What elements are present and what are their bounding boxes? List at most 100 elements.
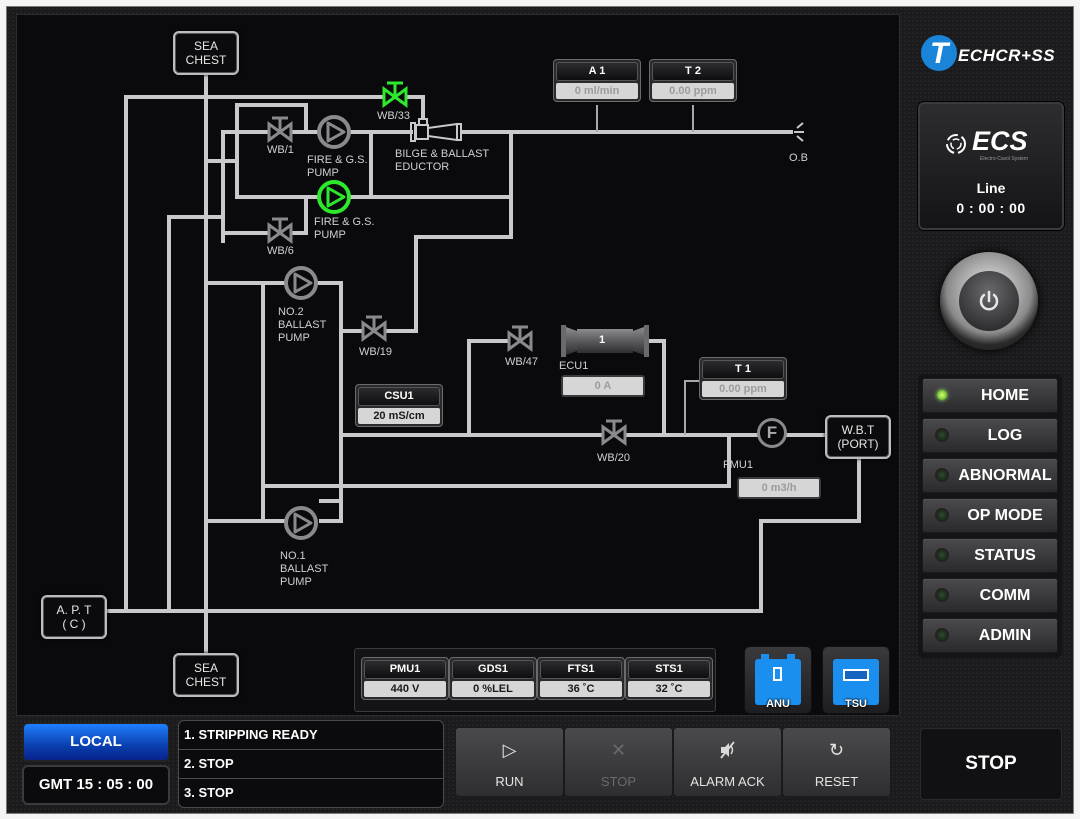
local-mode-button[interactable]: LOCAL — [22, 722, 170, 762]
techcross-logo: T ECHCR+SS — [918, 32, 1063, 76]
pipe — [107, 457, 861, 613]
sensor-fts1[interactable]: FTS1 36 ˚C — [537, 657, 625, 700]
pipe — [319, 499, 343, 523]
sensor-sts1[interactable]: STS1 32 ˚C — [625, 657, 713, 700]
nav-comm-label: COMM — [979, 587, 1031, 604]
mute-icon — [674, 740, 781, 765]
sensor-sts1-value: 32 ˚C — [628, 681, 710, 697]
sea-chest-top-tank[interactable]: SEA CHEST — [173, 31, 239, 75]
logo-circle-icon — [921, 35, 957, 71]
nav-log-label: LOG — [987, 427, 1023, 444]
valve-icon-wb47[interactable] — [507, 325, 533, 352]
ecu-number: 1 — [599, 334, 606, 346]
sensor-a1-value: 0 ml/min — [556, 83, 638, 99]
close-icon: ✕ — [610, 740, 627, 760]
run-button[interactable]: ▷ RUN — [455, 727, 564, 797]
pipe-network — [107, 71, 861, 655]
ecu-unit-icon[interactable] — [559, 323, 651, 359]
anu-label: ANU — [766, 698, 790, 710]
valve-icon-wb6[interactable] — [267, 217, 293, 244]
nav-status-label: STATUS — [974, 547, 1036, 564]
nav-home[interactable]: HOME — [922, 378, 1058, 413]
status-led-icon — [937, 510, 947, 520]
sensor-a1-title: A 1 — [556, 62, 638, 81]
fmu-flow-value: 0 m3/h — [737, 477, 821, 499]
sensor-pmu1[interactable]: PMU1 440 V — [361, 657, 449, 700]
status-led-icon — [937, 630, 947, 640]
fmu-label: FMU1 — [723, 459, 753, 471]
anu-icon — [755, 654, 801, 705]
flow-meter-icon[interactable]: F — [757, 418, 787, 448]
sensor-t2[interactable]: T 2 0.00 ppm — [649, 59, 737, 102]
sensor-gds1-value: 0 %LEL — [452, 681, 534, 697]
overboard-outlet-icon — [794, 122, 804, 142]
pump-icon-ballast-2[interactable] — [284, 266, 318, 300]
pipe — [124, 95, 425, 613]
valve-label-wb47: WB/47 — [505, 356, 539, 368]
line-label: Line — [976, 180, 1006, 196]
pump-label-ballast-2: NO.2 BALLAST PUMP — [278, 306, 327, 344]
pipe — [221, 195, 308, 235]
eductor-icon[interactable] — [409, 117, 465, 147]
nav-home-label: HOME — [981, 387, 1029, 404]
nav-abnormal[interactable]: ABNORMAL — [922, 458, 1058, 493]
pump-icon-fire-gs-2[interactable] — [317, 180, 351, 214]
piping-diagram: SEA CHEST SEA CHEST A. P. T ( C ) W.B.T … — [16, 14, 900, 716]
stop-label: STOP — [600, 774, 637, 789]
status-led-icon — [937, 470, 947, 480]
sensor-a1[interactable]: A 1 0 ml/min — [553, 59, 641, 102]
power-button[interactable] — [940, 252, 1038, 350]
power-icon — [979, 290, 999, 311]
status-line-2: 2. STOP — [179, 750, 443, 779]
valve-icon-wb19[interactable] — [361, 315, 387, 342]
apt-tank[interactable]: A. P. T ( C ) — [41, 595, 107, 639]
valve-icon-wb1[interactable] — [267, 116, 293, 143]
pipe — [261, 433, 731, 488]
anu-button[interactable]: ANU — [744, 646, 812, 714]
pipe — [167, 215, 208, 613]
pump-icon-fire-gs-1[interactable] — [317, 115, 351, 149]
pump-icon-ballast-1[interactable] — [284, 506, 318, 540]
pipe — [204, 281, 343, 503]
sensor-t1[interactable]: T 1 0.00 ppm — [699, 357, 787, 400]
valve-label-wb1: WB/1 — [267, 144, 294, 156]
ecu-current-value: 0 A — [561, 375, 645, 397]
sensor-fts1-value: 36 ˚C — [540, 681, 622, 697]
line-timer: 0 : 00 : 00 — [956, 200, 1026, 216]
sensor-gds1[interactable]: GDS1 0 %LEL — [449, 657, 537, 700]
reset-label: RESET — [814, 774, 859, 789]
logo-text: ECHCR+SS — [958, 46, 1056, 65]
status-led-icon — [937, 390, 947, 400]
wbt-port-tank[interactable]: W.B.T (PORT) — [825, 415, 891, 459]
nav-log[interactable]: LOG — [922, 418, 1058, 453]
alarm-ack-button[interactable]: ALARM ACK — [673, 727, 782, 797]
valve-label-wb33: WB/33 — [377, 110, 411, 122]
control-bar: ▷ RUN ✕ STOP ALARM ACK ↻ RESET — [455, 727, 891, 797]
pump-label-ballast-1: NO.1 BALLAST PUMP — [280, 550, 329, 588]
system-state-indicator: STOP — [920, 728, 1062, 800]
sensor-csu1[interactable]: CSU1 20 mS/cm — [355, 384, 443, 427]
sensor-t2-title: T 2 — [652, 62, 734, 81]
sensor-t2-value: 0.00 ppm — [652, 83, 734, 99]
nav-admin[interactable]: ADMIN — [922, 618, 1058, 653]
nav-comm[interactable]: COMM — [922, 578, 1058, 613]
sea-chest-bottom-tank[interactable]: SEA CHEST — [173, 653, 239, 697]
sensor-csu1-title: CSU1 — [358, 387, 440, 406]
reset-button[interactable]: ↻ RESET — [782, 727, 891, 797]
run-label: RUN — [495, 774, 524, 789]
nav-status[interactable]: STATUS — [922, 538, 1058, 573]
tsu-label: TSU — [845, 698, 867, 710]
status-led-icon — [937, 550, 947, 560]
sensor-pmu1-title: PMU1 — [364, 660, 446, 679]
nav-op-mode-label: OP MODE — [967, 507, 1043, 524]
gmt-clock: GMT 15 : 05 : 00 — [22, 765, 170, 805]
stop-button[interactable]: ✕ STOP — [564, 727, 673, 797]
sensor-t1-title: T 1 — [702, 360, 784, 379]
nav-op-mode[interactable]: OP MODE — [922, 498, 1058, 533]
valve-icon-wb20[interactable] — [601, 419, 627, 446]
valve-icon-wb33[interactable] — [382, 81, 408, 108]
status-led-icon — [937, 590, 947, 600]
pump-label-fire-gs-1: FIRE & G.S. PUMP — [307, 154, 368, 179]
tsu-button[interactable]: TSU — [822, 646, 890, 714]
sensor-gds1-title: GDS1 — [452, 660, 534, 679]
